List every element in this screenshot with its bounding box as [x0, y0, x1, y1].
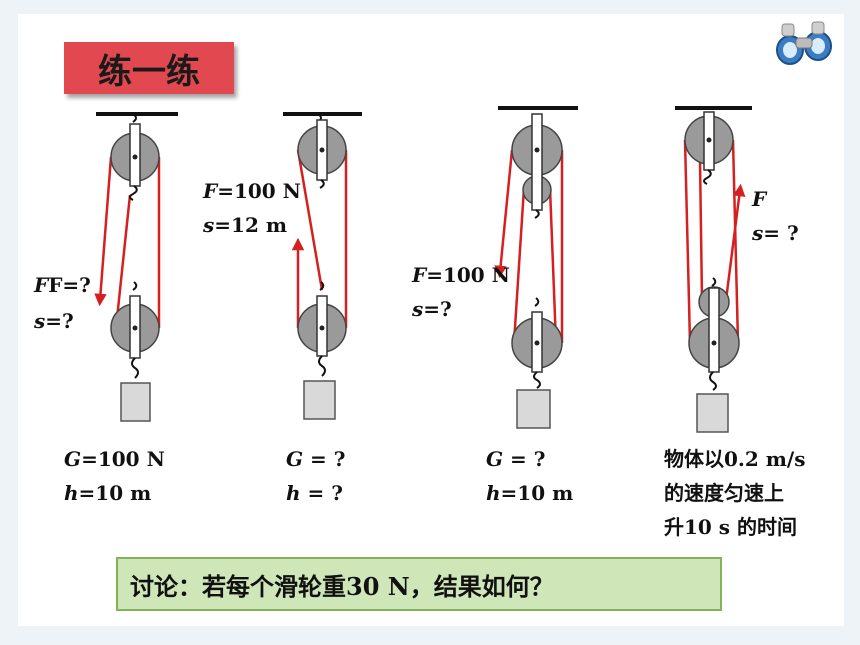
d3-force-label: F=100 N: [412, 263, 510, 287]
pulley-system-2: [283, 112, 362, 420]
d4-desc-line1: 物体以0.2 m/s: [664, 447, 806, 471]
d1-dist-label: s=?: [34, 309, 74, 333]
d2-weight-label: G = ?: [286, 447, 346, 471]
pulley-system-1: [94, 112, 178, 422]
binoculars-icon: [776, 21, 832, 65]
d1-weight-label: G=100 N: [64, 447, 165, 471]
d2-dist-label: s=12 m: [203, 213, 287, 237]
d1-force-text: F=?: [48, 273, 91, 297]
pulley-system-4: [675, 106, 752, 433]
d2-force-label: F=100 N: [203, 179, 301, 203]
discussion-box: 讨论：若每个滑轮重30 N，结果如何？: [116, 557, 722, 611]
d4-force-label: F: [752, 187, 767, 211]
d3-weight-label: G = ?: [486, 447, 546, 471]
d2-height-label: h = ?: [286, 481, 343, 505]
d1-force-label: FF=?: [34, 273, 91, 297]
slide-title: 练一练: [64, 42, 234, 94]
d1-height-label: h=10 m: [64, 481, 152, 505]
d4-desc-line2: 的速度匀速上: [664, 481, 784, 505]
d3-dist-label: s=?: [412, 297, 452, 321]
d4-dist-label: s= ?: [752, 221, 799, 245]
d4-desc-line3: 升10 s 的时间: [664, 515, 798, 539]
d3-height-label: h=10 m: [486, 481, 574, 505]
pulley-system-3: [494, 106, 578, 429]
